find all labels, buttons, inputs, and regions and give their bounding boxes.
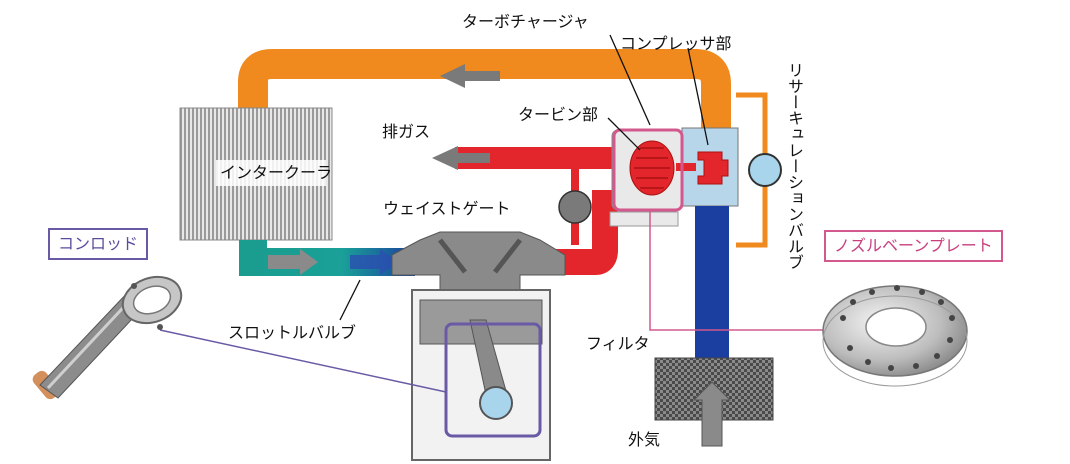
outside-air-label: 外気 <box>628 430 661 449</box>
turbocharger-leader <box>609 34 651 126</box>
recirculation-valve <box>748 153 782 187</box>
turbine-highlight-box <box>612 128 684 212</box>
throttle-valve-label: スロットルバルブ <box>228 323 357 342</box>
exhaust-manifold-pipe <box>490 190 618 275</box>
nozzle-vane-plate-callout: ノズルベーンプレート <box>824 230 1003 262</box>
cylinder-head <box>391 231 566 291</box>
nozzle-vane-plate-photo <box>822 285 968 387</box>
throttle-arrow <box>350 249 398 275</box>
outside-air-arrow <box>692 381 732 447</box>
throttle-leader <box>339 279 361 321</box>
compressor-wheel <box>697 151 729 185</box>
conrod-callout: コンロッド <box>48 228 149 260</box>
crank-pin <box>479 386 513 420</box>
intake-pipe <box>238 49 731 140</box>
conrod-photo <box>32 275 183 400</box>
exhaust-valve <box>493 238 522 274</box>
fresh-air-pipe <box>695 206 729 366</box>
cooled-flow-arrow <box>268 249 318 275</box>
exhaust-label: 排ガス <box>382 122 431 141</box>
filter-label: フィルタ <box>586 334 650 353</box>
turbo-shaft <box>676 163 696 171</box>
compressor-label: コンプレッサ部 <box>620 34 732 53</box>
wastegate-valve <box>558 190 592 224</box>
wastegate-label: ウェイストゲート <box>383 199 511 218</box>
intake-flow-arrow <box>440 64 500 88</box>
compressor-leader <box>687 47 709 146</box>
nozzle-leader-line <box>649 210 860 331</box>
conrod-highlight-box <box>444 322 542 438</box>
exhaust-flow-arrow <box>432 146 490 170</box>
turbocharger-label: ターボチャージャ <box>462 12 589 31</box>
intercooler-label: インタークーラ <box>220 163 333 182</box>
turbine-leader <box>607 117 641 151</box>
recirculation-valve-label: リサーキュレーションバルブ <box>785 62 804 270</box>
turbine-label: タービン部 <box>518 105 599 124</box>
turbo-base <box>609 211 679 227</box>
intake-valve <box>438 238 467 274</box>
conrod-leader-line <box>159 329 447 393</box>
